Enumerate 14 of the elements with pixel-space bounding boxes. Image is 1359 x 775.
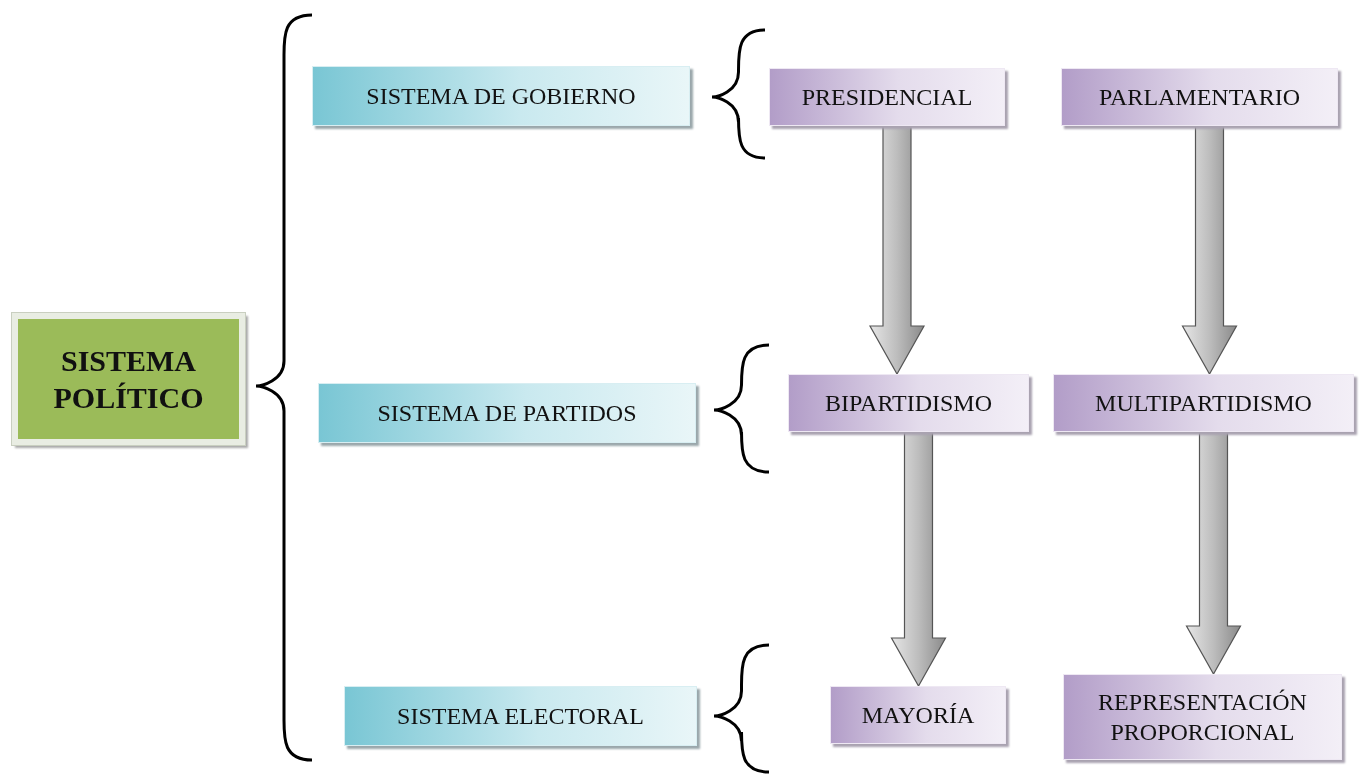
category-box: SISTEMA DE GOBIERNO: [312, 66, 690, 126]
block-arrow: [1181, 125, 1238, 376]
option-box: PARLAMENTARIO: [1061, 68, 1338, 126]
category-box: SISTEMA DE PARTIDOS: [318, 383, 696, 443]
option-box: BIPARTIDISMO: [788, 374, 1029, 432]
category-box: SISTEMA ELECTORAL: [344, 686, 697, 746]
option-box: PRESIDENCIAL: [769, 68, 1005, 126]
block-arrow: [890, 431, 947, 688]
block-arrow: [868, 125, 926, 376]
root-box: SISTEMA POLÍTICO: [12, 313, 245, 445]
option-box: REPRESENTACIÓN PROPORCIONAL: [1063, 674, 1342, 760]
option-box: MULTIPARTIDISMO: [1053, 374, 1354, 432]
block-arrow: [1185, 431, 1242, 676]
option-box: MAYORÍA: [830, 686, 1006, 744]
